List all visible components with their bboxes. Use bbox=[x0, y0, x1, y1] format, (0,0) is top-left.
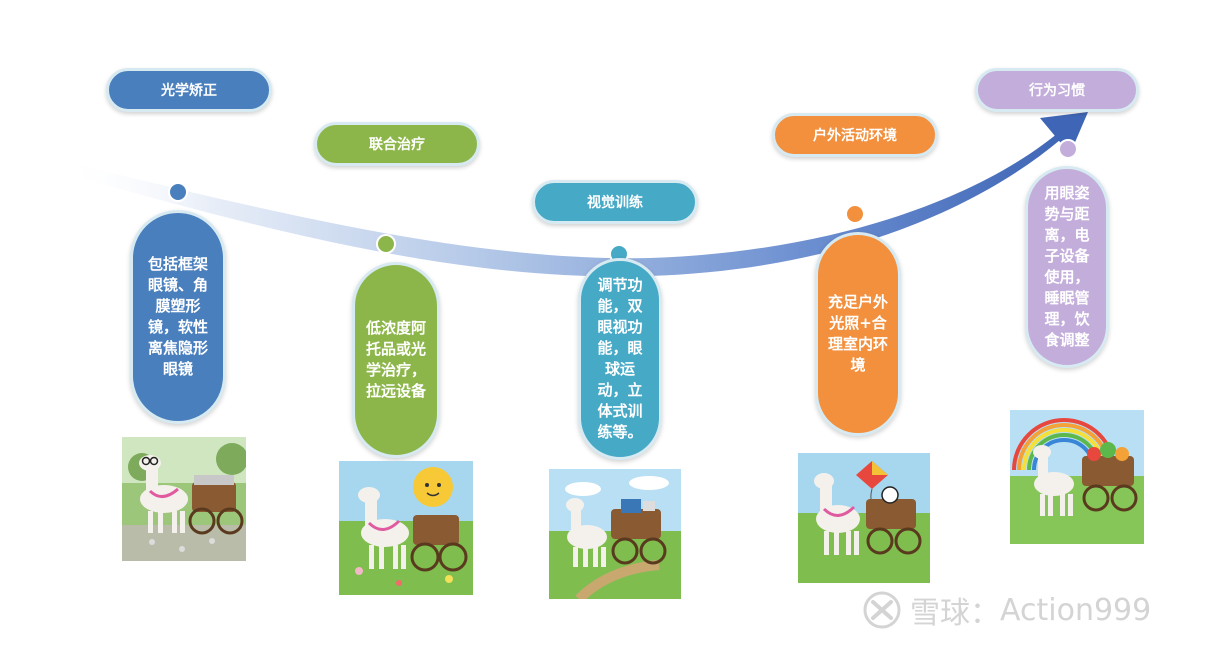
stage-marker-5 bbox=[1058, 139, 1078, 159]
stage-title-behavior-habits: 行为习惯 bbox=[975, 68, 1139, 112]
stage-description-behavior-habits: 用眼姿势与距离，电子设备使用，睡眠管理，饮食调整 bbox=[1025, 166, 1109, 368]
arrow-body bbox=[60, 128, 1064, 277]
stage-title-combined-therapy: 联合治疗 bbox=[314, 122, 480, 166]
horse-carriage-glasses-image bbox=[122, 437, 246, 561]
watermark-brand: 雪球 bbox=[910, 596, 970, 631]
watermark: 雪球 ： Action999 bbox=[862, 588, 1151, 632]
stage-description-combined-therapy: 低浓度阿托品或光学治疗，拉远设备 bbox=[352, 262, 440, 458]
stage-marker-4 bbox=[845, 204, 865, 224]
arrow-head bbox=[1040, 112, 1088, 154]
stage-title-vision-training: 视觉训练 bbox=[532, 180, 698, 224]
stage-description-vision-training: 调节功能，双眼视功能，眼球运动，立体式训练等。 bbox=[578, 258, 662, 460]
horse-carriage-kite-image bbox=[798, 453, 930, 583]
horse-carriage-sun-image bbox=[339, 461, 473, 595]
stage-title-outdoor-environment: 户外活动环境 bbox=[772, 113, 938, 157]
watermark-separator: ： bbox=[970, 596, 1000, 631]
stage-description-optical-correction: 包括框架眼镜、角膜塑形镜，软性离焦隐形眼镜 bbox=[130, 210, 226, 424]
stage-marker-2 bbox=[376, 234, 396, 254]
horse-carriage-rainbow-image bbox=[1010, 410, 1144, 544]
watermark-user: Action999 bbox=[1000, 592, 1152, 628]
stage-description-outdoor-environment: 充足户外光照+合理室内环境 bbox=[815, 232, 901, 436]
horse-carriage-devices-image bbox=[549, 469, 681, 599]
stage-title-optical-correction: 光学矫正 bbox=[106, 68, 272, 112]
xueqiu-logo-icon bbox=[863, 591, 901, 629]
stage-marker-1 bbox=[168, 182, 188, 202]
